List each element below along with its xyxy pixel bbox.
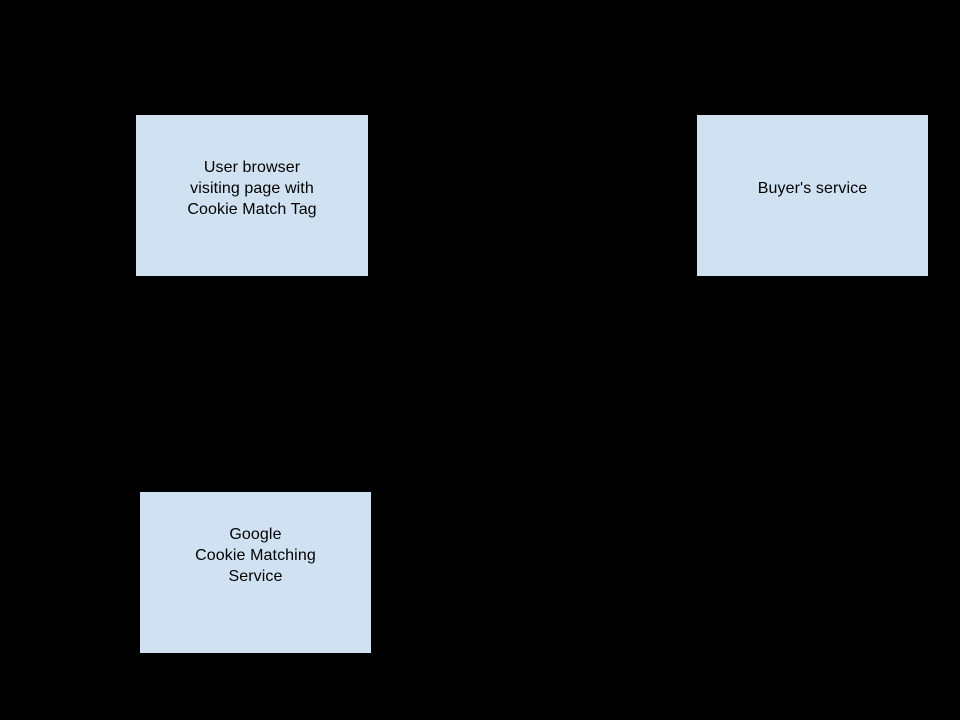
diagram-node-buyers-service-label: Buyer's service: [757, 180, 868, 197]
diagram-node-buyers-service[interactable]: Buyer's service: [697, 115, 928, 276]
diagram-node-user-browser[interactable]: User browser visiting page with Cookie M…: [136, 115, 368, 276]
diagram-node-google-cookie-matching-service[interactable]: Google Cookie Matching Service: [140, 492, 371, 653]
diagram-node-google-cookie-matching-service-label: Google Cookie Matching Service: [195, 526, 316, 585]
diagram-node-user-browser-label: User browser visiting page with Cookie M…: [187, 159, 317, 218]
